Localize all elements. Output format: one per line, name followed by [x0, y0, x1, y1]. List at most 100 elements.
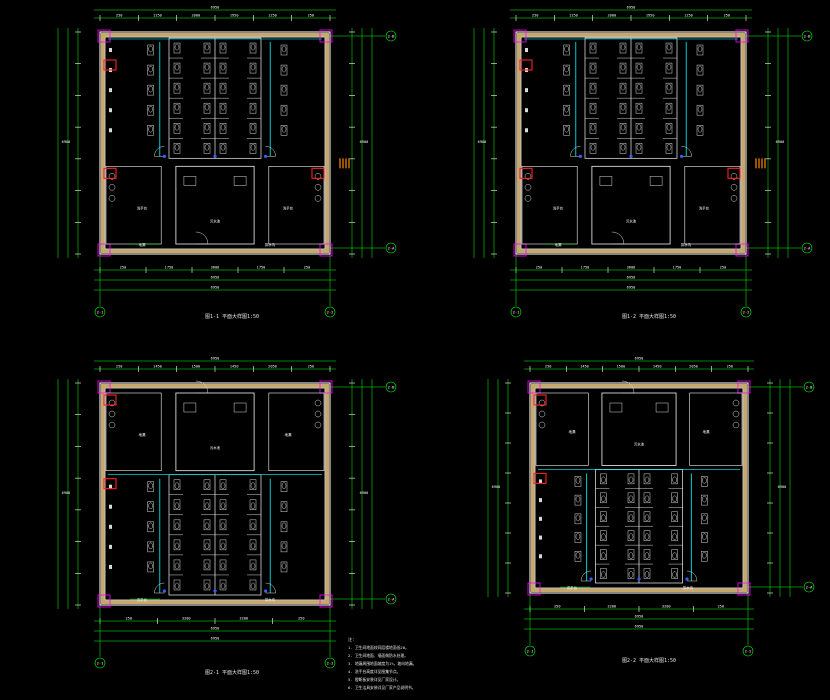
toilet-outline — [696, 104, 704, 116]
column — [319, 594, 333, 608]
toilet-fixture — [280, 125, 288, 136]
dimension-text: 6900 — [62, 140, 71, 144]
toilet-fixture — [173, 539, 181, 551]
toilet-outline — [280, 84, 288, 96]
urinal — [525, 108, 528, 113]
toilet-fixture — [643, 473, 651, 485]
toilet-fixture — [589, 122, 597, 134]
wall-fill — [517, 33, 745, 37]
floor-drain — [685, 577, 689, 581]
toilet-bowl — [204, 582, 210, 590]
toilet-outline — [665, 122, 673, 134]
toilet-fixture — [147, 481, 154, 492]
toilet-outline — [701, 494, 708, 506]
toilet-bowl — [220, 144, 226, 151]
column — [527, 582, 541, 596]
toilet-outline — [665, 143, 673, 154]
toilet-bowl — [204, 562, 210, 570]
toilet-bowl — [281, 65, 287, 73]
door-swing — [611, 231, 625, 245]
toilet-bowl — [666, 103, 672, 111]
door-swing — [195, 380, 209, 394]
dimension-text: 1450 — [153, 365, 162, 369]
wash-area — [268, 166, 325, 245]
toilet-fixture — [147, 64, 154, 76]
toilet-bowl — [590, 43, 596, 51]
toilet-fixture — [280, 84, 288, 96]
toilet-fixture — [219, 499, 227, 511]
toilet-bowl — [220, 482, 226, 489]
axis-label: 2-1 — [97, 310, 105, 315]
toilet-outline — [249, 82, 257, 94]
toilet-bowl — [672, 571, 677, 578]
toilet-bowl — [281, 522, 287, 530]
toilet-outline — [635, 82, 643, 94]
dimension-text: 1500 — [617, 365, 626, 369]
axis-label: 2-A — [804, 246, 812, 251]
toilet-outline — [589, 82, 597, 94]
note-line: 5. 隥断板安装详见厂家设计。 — [348, 677, 400, 682]
dimension-text: 1950 — [646, 14, 655, 18]
toilet-outline — [280, 104, 288, 116]
fixture-label: 排水沟 — [683, 585, 694, 590]
toilet-fixture — [173, 479, 181, 490]
axis-bubble — [801, 242, 813, 254]
column — [97, 594, 111, 608]
toilet-bowl — [697, 105, 703, 113]
toilet-outline — [619, 82, 627, 94]
toilet-bowl — [148, 502, 153, 509]
dimension-text: 6950 — [635, 625, 644, 629]
toilet-fixture — [563, 104, 570, 116]
toilet-fixture — [280, 501, 288, 512]
dimension-text: 1500 — [192, 365, 201, 369]
toilet-outline — [619, 143, 627, 154]
sink — [538, 399, 546, 407]
toilet-outline — [249, 102, 257, 114]
column — [737, 380, 751, 394]
toilet-bowl — [174, 582, 180, 590]
toilet-outline — [280, 125, 288, 136]
dimension-text: 250 — [727, 365, 734, 369]
toilet-bowl — [148, 126, 153, 133]
toilet-bowl — [220, 63, 226, 71]
toilet-bowl — [628, 495, 634, 503]
axis-label: 2-2 — [327, 310, 334, 315]
dimension-text: 3200 — [239, 617, 248, 621]
dimension-text: 6900 — [776, 140, 785, 144]
wall-fill — [517, 249, 745, 253]
dimension-text: 1250 — [684, 14, 693, 18]
mop-sink — [233, 176, 247, 186]
toilet-outline — [671, 568, 678, 579]
dimension-text: 250 — [724, 14, 731, 18]
toilet-fixture — [574, 494, 582, 506]
toilet-outline — [563, 84, 570, 96]
axis-bubble — [742, 645, 754, 657]
toilet-fixture — [696, 64, 704, 76]
sink — [314, 421, 322, 429]
toilet-outline — [147, 501, 154, 512]
urinal — [539, 516, 542, 521]
toilet-outline — [643, 492, 651, 504]
floor-drain — [637, 577, 641, 581]
toilet-outline — [600, 568, 607, 579]
wall-fill — [101, 600, 329, 604]
toilet-fixture — [219, 62, 227, 74]
toilet-fixture — [665, 62, 673, 74]
toilet-bowl — [601, 476, 606, 484]
toilet-bowl — [601, 495, 606, 503]
toilet-bowl — [281, 45, 287, 53]
toilet-bowl — [148, 482, 153, 489]
toilet-fixture — [147, 44, 154, 56]
dimension-text: 250 — [116, 14, 123, 18]
toilet-outline — [671, 473, 678, 485]
toilet-bowl — [601, 571, 606, 578]
column — [735, 243, 749, 257]
column — [97, 380, 111, 394]
door-swing — [570, 146, 581, 157]
toilet-fixture — [696, 125, 704, 136]
toilet-bowl — [204, 43, 210, 51]
toilet-outline — [219, 519, 227, 531]
toilet-bowl — [620, 103, 626, 111]
toilet-bowl — [204, 144, 210, 151]
